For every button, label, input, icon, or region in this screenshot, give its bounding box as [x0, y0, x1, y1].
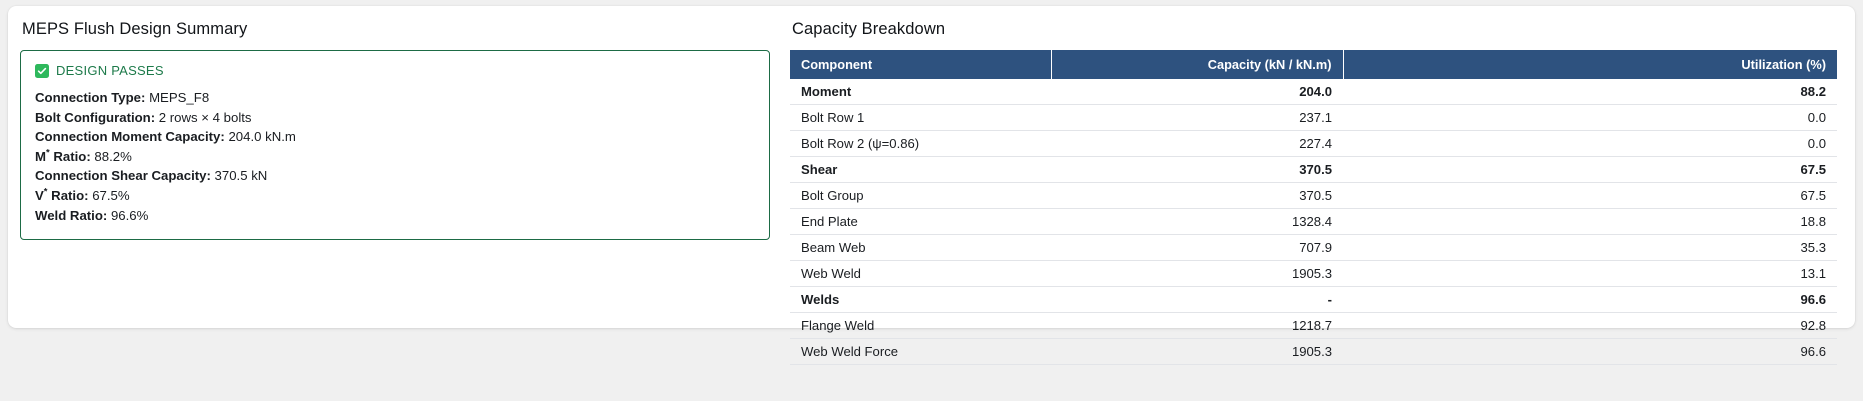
design-status: DESIGN PASSES — [35, 63, 755, 78]
two-column-layout: MEPS Flush Design Summary DESIGN PASSES … — [8, 6, 1855, 365]
cell-component: Bolt Group — [790, 182, 1051, 209]
column-header-utilization: Utilization (%) — [1343, 50, 1837, 79]
field-key-superscript: * — [43, 186, 48, 198]
field-key: V* Ratio: — [35, 186, 89, 203]
field-value: 88.2% — [94, 148, 132, 164]
cell-utilization: 0.0 — [1343, 130, 1837, 157]
design-summary-title: MEPS Flush Design Summary — [22, 20, 248, 38]
cell-component: Moment — [790, 79, 1051, 105]
summary-field-m-star-ratio: M* Ratio: 88.2% — [35, 147, 755, 167]
design-summary-column: MEPS Flush Design Summary DESIGN PASSES … — [8, 6, 790, 328]
cell-capacity: 237.1 — [1051, 104, 1343, 131]
cell-component: Bolt Row 2 (ψ=0.86) — [790, 130, 1051, 157]
cell-utilization: 18.8 — [1343, 208, 1837, 235]
capacity-breakdown-table: Component Capacity (kN / kN.m) Utilizati… — [790, 50, 1837, 365]
cell-capacity: 370.5 — [1051, 182, 1343, 209]
field-key-rest: Ratio: — [49, 148, 91, 164]
column-header-capacity: Capacity (kN / kN.m) — [1051, 50, 1344, 79]
cell-capacity: 227.4 — [1051, 130, 1343, 157]
field-key: M* Ratio: — [35, 147, 91, 164]
cell-capacity: 1218.7 — [1051, 312, 1343, 339]
cell-capacity: - — [1051, 286, 1343, 313]
results-card: MEPS Flush Design Summary DESIGN PASSES … — [8, 6, 1855, 365]
summary-field-weld-ratio: Weld Ratio: 96.6% — [35, 206, 755, 226]
cell-utilization: 67.5 — [1343, 182, 1837, 209]
field-key: Bolt Configuration: — [35, 109, 156, 125]
summary-field-v-star-ratio: V* Ratio: 67.5% — [35, 186, 755, 206]
cell-utilization: 67.5 — [1343, 156, 1837, 183]
field-value: 204.0 kN.m — [228, 129, 296, 145]
field-key: Connection Shear Capacity: — [35, 168, 211, 184]
summary-field-moment-capacity: Connection Moment Capacity: 204.0 kN.m — [35, 127, 755, 147]
cell-component: Welds — [790, 286, 1051, 313]
cell-utilization: 88.2 — [1343, 79, 1837, 105]
cell-component: Bolt Row 1 — [790, 104, 1051, 131]
cell-capacity: 707.9 — [1051, 234, 1343, 261]
cell-utilization: 96.6 — [1343, 338, 1837, 365]
cell-capacity: 1905.3 — [1051, 260, 1343, 287]
field-value: 67.5% — [92, 187, 130, 203]
field-value: 96.6% — [110, 207, 149, 223]
cell-capacity: 1328.4 — [1051, 208, 1343, 235]
check-square-icon — [35, 63, 49, 78]
cell-utilization: 0.0 — [1343, 104, 1837, 131]
cell-component: Web Weld — [790, 260, 1051, 287]
cell-utilization: 96.6 — [1343, 286, 1837, 313]
capacity-breakdown-title: Capacity Breakdown — [792, 20, 946, 38]
field-key-rest: Ratio: — [47, 187, 89, 203]
field-key: Connection Type: — [35, 90, 146, 105]
table-header: Component Capacity (kN / kN.m) Utilizati… — [790, 50, 1837, 79]
cell-component: Beam Web — [790, 234, 1051, 261]
cell-capacity: 1905.3 — [1051, 338, 1343, 365]
cell-component: Web Weld Force — [790, 338, 1051, 365]
table-header-row: Component Capacity (kN / kN.m) Utilizati… — [790, 50, 1837, 79]
cell-utilization: 35.3 — [1343, 234, 1837, 261]
cell-capacity: 204.0 — [1051, 79, 1343, 105]
cell-capacity: 370.5 — [1051, 156, 1343, 183]
summary-field-list: Connection Type: MEPS_F8 Bolt Configurat… — [35, 88, 755, 225]
summary-field-shear-capacity: Connection Shear Capacity: 370.5 kN — [35, 166, 755, 186]
summary-field-connection-type: Connection Type: MEPS_F8 — [35, 88, 755, 108]
field-key: Connection Moment Capacity: — [35, 129, 225, 145]
cell-component: End Plate — [790, 208, 1051, 235]
field-key-symbol: V — [35, 187, 44, 203]
cell-component: Flange Weld — [790, 312, 1051, 339]
summary-field-bolt-configuration: Bolt Configuration: 2 rows × 4 bolts — [35, 108, 755, 128]
cell-utilization: 13.1 — [1343, 260, 1837, 287]
column-header-component: Component — [790, 50, 1052, 79]
design-status-label: DESIGN PASSES — [56, 63, 164, 78]
field-key: Weld Ratio: — [35, 207, 108, 223]
cell-utilization: 92.8 — [1343, 312, 1837, 339]
field-value: 370.5 kN — [214, 168, 268, 184]
table-row: Welds-96.6 — [790, 286, 1837, 313]
cell-component: Shear — [790, 156, 1051, 183]
field-key-symbol: M — [35, 148, 46, 164]
field-value: MEPS_F8 — [149, 90, 210, 105]
capacity-breakdown-column: Capacity Breakdown Component Capacity (k… — [790, 6, 1855, 365]
field-value: 2 rows × 4 bolts — [158, 109, 252, 125]
field-key-superscript: * — [46, 147, 50, 159]
design-summary-box: DESIGN PASSES Connection Type: MEPS_F8 B… — [20, 50, 770, 241]
